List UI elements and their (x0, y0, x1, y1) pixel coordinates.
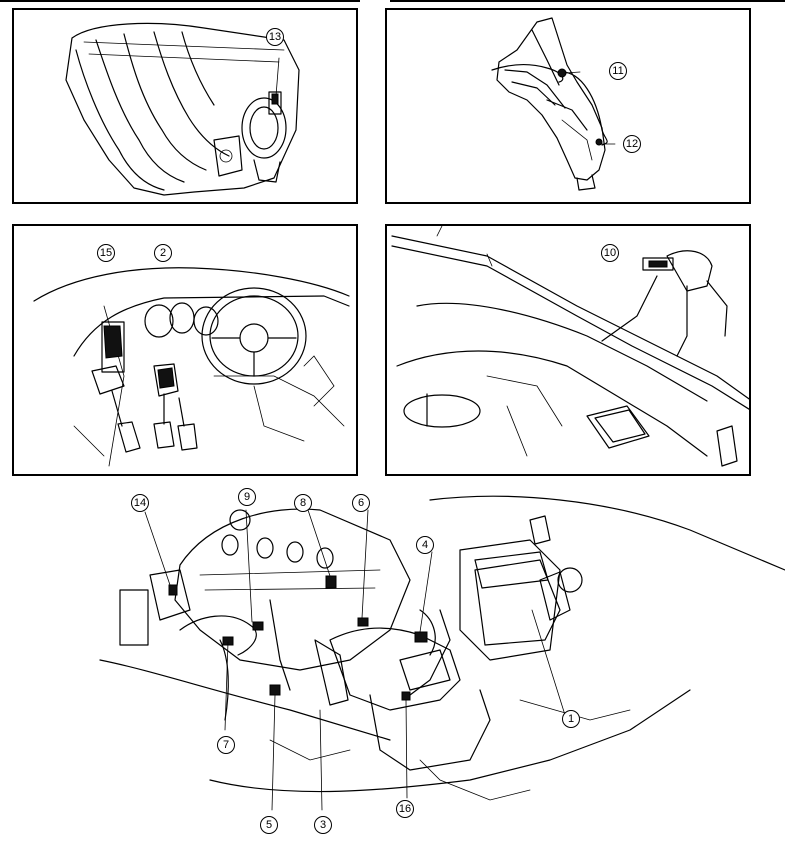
engine-bay-view: 14 9 8 6 4 1 7 5 3 16 (90, 480, 785, 854)
firewall-panel: 10 (385, 224, 751, 476)
firewall-drawing (391, 226, 749, 467)
callout-10: 10 (601, 244, 619, 262)
pedal-drawing (33, 267, 350, 467)
callout-3: 3 (314, 816, 332, 834)
callout-4: 4 (416, 536, 434, 554)
exhaust-manifold-panel: 11 12 (385, 8, 751, 204)
callout-1: 1 (562, 710, 580, 728)
callout-14: 14 (131, 494, 149, 512)
page-top-rule-gap (360, 0, 390, 2)
page-top-rule (0, 0, 785, 2)
callout-7: 7 (217, 736, 235, 754)
pedal-panel: 15 2 (12, 224, 358, 476)
intake-manifold-panel: 13 (12, 8, 358, 204)
callout-9: 9 (238, 488, 256, 506)
callout-15: 15 (97, 244, 115, 262)
callout-5: 5 (260, 816, 278, 834)
callout-2: 2 (154, 244, 172, 262)
callout-16: 16 (396, 800, 414, 818)
callout-11: 11 (609, 62, 627, 80)
callout-13: 13 (266, 28, 284, 46)
callout-8: 8 (294, 494, 312, 512)
callout-6: 6 (352, 494, 370, 512)
callout-12: 12 (623, 135, 641, 153)
intake-manifold-drawing (65, 22, 300, 196)
exhaust-manifold-drawing (491, 17, 616, 191)
engine-bay-drawing (99, 495, 785, 811)
